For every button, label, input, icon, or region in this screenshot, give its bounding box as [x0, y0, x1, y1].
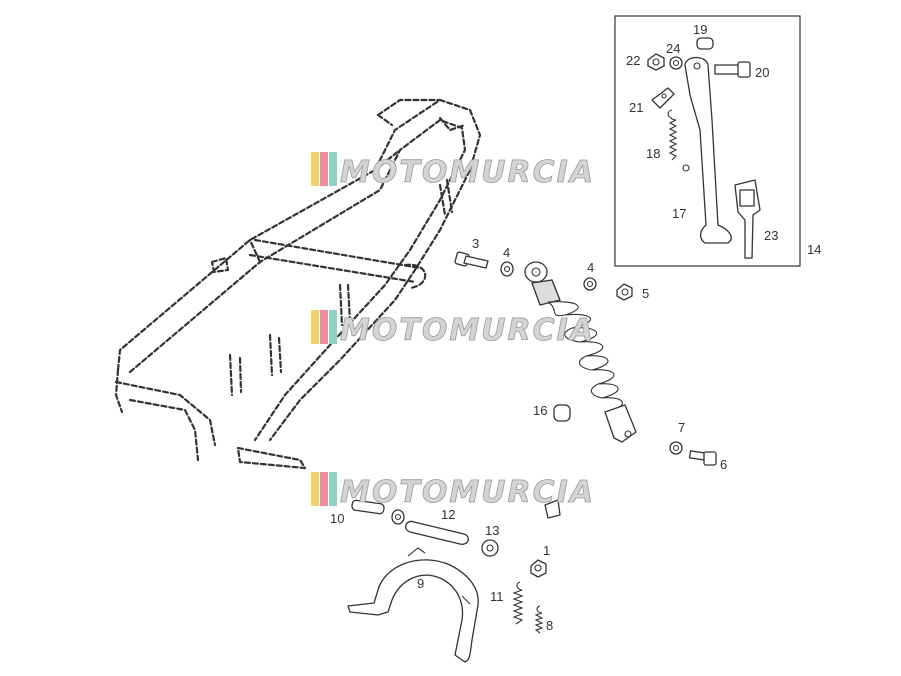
label-19: 19: [693, 22, 707, 37]
label-1: 1: [543, 543, 550, 558]
part-8-spring: [534, 605, 544, 634]
label-8: 8: [546, 618, 553, 633]
part-24-washer: [669, 56, 683, 70]
label-21: 21: [629, 100, 643, 115]
part-16-bushing: [553, 404, 571, 422]
watermark-text-middle: MOTOMURCIA: [340, 313, 595, 348]
label-9: 9: [417, 576, 424, 591]
part-9-centerstand: [347, 547, 479, 663]
part-4-washer-left: [500, 261, 514, 277]
label-14: 14: [807, 242, 821, 257]
part-17-sidestand: [682, 56, 732, 244]
part-20-bolt: [714, 61, 751, 78]
label-22: 22: [626, 53, 640, 68]
part-21-plate: [651, 87, 675, 109]
label-6: 6: [720, 457, 727, 472]
part-5-nut: [616, 283, 633, 301]
label-13: 13: [485, 523, 499, 538]
part-10-pin: [351, 499, 385, 515]
part-3-bolt: [454, 251, 489, 269]
label-4-left: 4: [503, 245, 510, 260]
watermark-middle: MOTOMURCIA: [311, 310, 595, 348]
label-23: 23: [764, 228, 778, 243]
part-12-rod: [405, 520, 469, 545]
shock-absorber: [524, 261, 637, 443]
part-6-bolt: [688, 450, 717, 466]
sidestand-assembly-box: [614, 15, 801, 267]
label-20: 20: [755, 65, 769, 80]
label-5: 5: [642, 286, 649, 301]
part-11-spring: [512, 581, 524, 625]
watermark-text-bottom: MOTOMURCIA: [340, 475, 595, 510]
part-23-extension: [734, 179, 761, 259]
part-18-spring: [667, 109, 678, 161]
label-24: 24: [666, 41, 680, 56]
watermark-bottom: MOTOMURCIA: [311, 472, 595, 510]
label-4-right: 4: [587, 260, 594, 275]
part-13-washer: [481, 539, 499, 557]
part-7-washer: [669, 441, 683, 455]
label-11: 11: [490, 589, 504, 604]
part-19-bushing: [696, 37, 714, 50]
part-labels: 19 24 22 20 21 18 17 23 14 3 4 4 5 16 7 …: [330, 22, 821, 633]
part-15-bracket: [544, 499, 561, 519]
part-1-nut: [530, 559, 547, 578]
part-4-washer-right: [583, 277, 597, 291]
label-12: 12: [441, 507, 455, 522]
label-3: 3: [472, 236, 479, 251]
label-7: 7: [678, 420, 685, 435]
label-18: 18: [646, 146, 660, 161]
label-17: 17: [672, 206, 686, 221]
label-10: 10: [330, 511, 344, 526]
part-22-nut: [647, 53, 665, 71]
part-10-washer: [391, 509, 405, 525]
watermark-top: MOTOMURCIA: [311, 152, 595, 190]
frame-outline: [114, 98, 482, 470]
watermark-text-top: MOTOMURCIA: [340, 155, 595, 190]
label-16: 16: [533, 403, 547, 418]
